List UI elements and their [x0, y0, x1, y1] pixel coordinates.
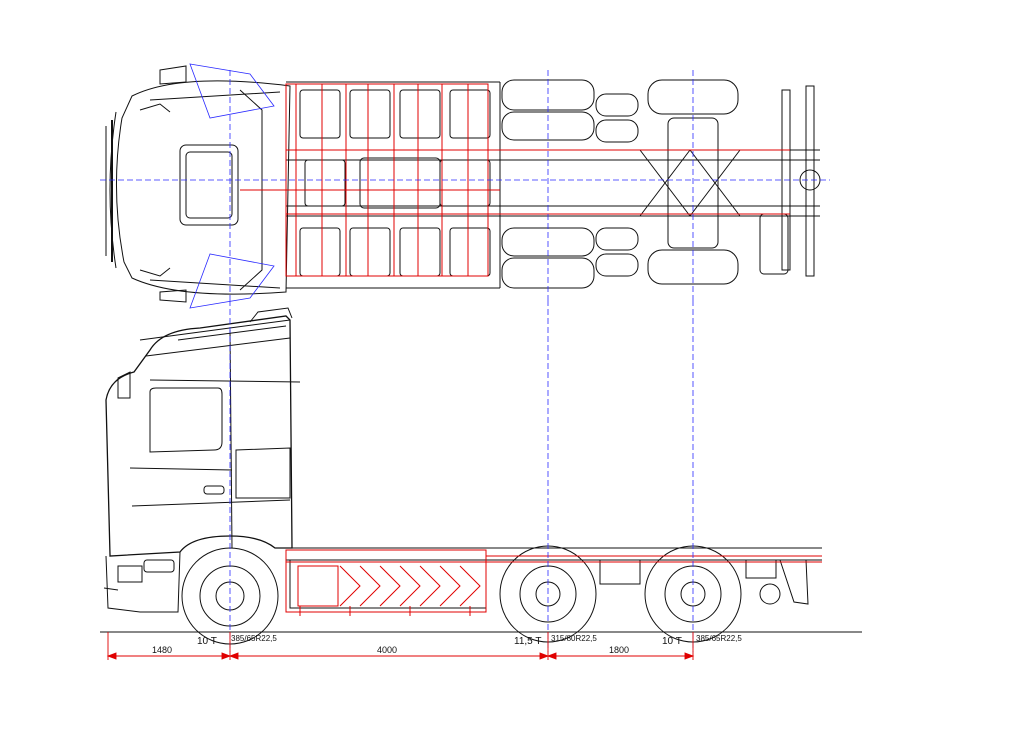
axle-centerlines-side: [229, 300, 694, 652]
axle-1-tyre: 385/65R22,5: [231, 634, 277, 643]
wheels-axle3-top: [639, 79, 741, 285]
top-view-cab: [105, 65, 291, 303]
axle-2-tyre: 315/80R22,5: [551, 634, 597, 643]
dimension-lines: [106, 632, 695, 660]
rear-crossmember-top: [759, 85, 821, 277]
dimension-wheelbase-2: 1800: [609, 645, 630, 655]
air-tanks-top: [595, 93, 639, 277]
cab-side: [105, 307, 301, 557]
dimension-wheelbase-1: 4000: [377, 645, 398, 655]
front-bumper-side: [103, 551, 181, 613]
dimension-front-overhang: 1480: [152, 645, 173, 655]
battery-boxes-top: [299, 89, 491, 277]
axle-3-load: 10 T: [662, 636, 682, 647]
frame-rails-top: [286, 81, 820, 289]
axle-1-load: 10 T: [197, 636, 217, 647]
axle-2-load: 11,5 T: [514, 636, 542, 647]
top-view: [105, 63, 821, 309]
axle-3-tyre: 385/65R22,5: [696, 634, 742, 643]
side-view: [103, 307, 822, 645]
body-mount-overlay-side: [285, 549, 822, 616]
axle-centerlines-top: [100, 70, 830, 300]
